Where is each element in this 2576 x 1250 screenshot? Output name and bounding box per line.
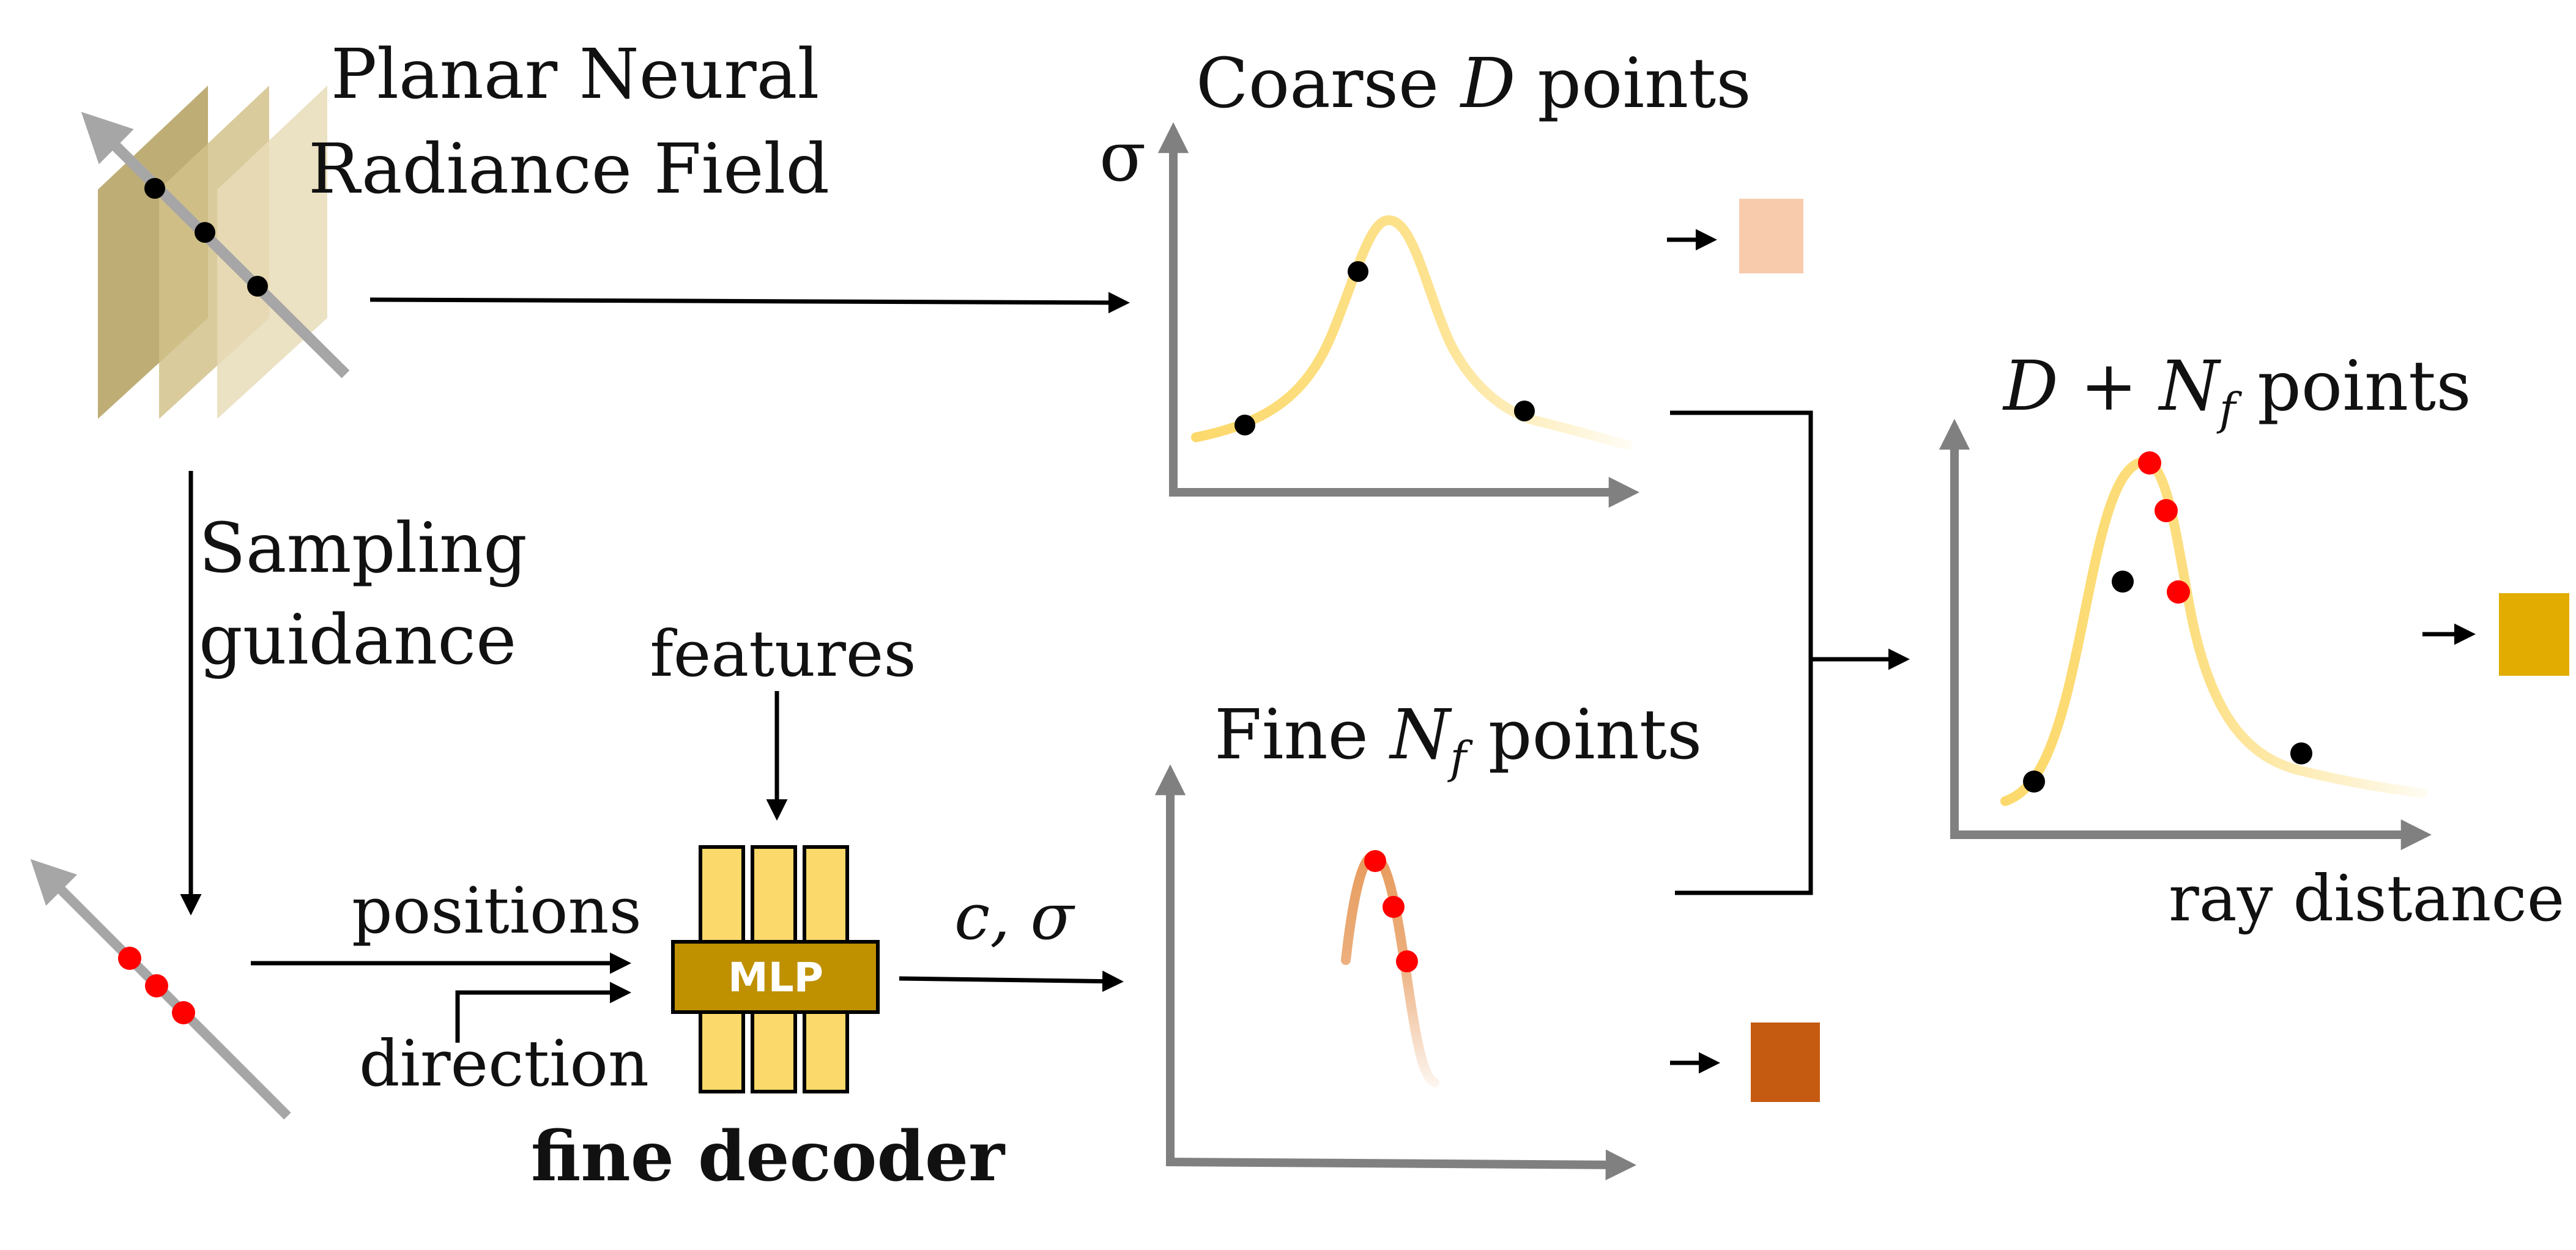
mlp-bar (671, 940, 880, 1014)
planar-title-line2: Radiance Field (308, 130, 830, 209)
combined-suffix: points (2236, 347, 2471, 426)
fine-sample-point (118, 947, 141, 970)
fine-density-curve (1341, 851, 1439, 1087)
plane-sample-point (144, 178, 165, 199)
fine-sample-ray (30, 859, 291, 1120)
fine-sample-point (172, 1001, 195, 1024)
fine-suffix: points (1466, 695, 1702, 775)
combined-point (2112, 571, 2134, 593)
fine-color-swatch (1751, 1023, 1820, 1102)
coarse-plot-title: Coarse D points (1196, 44, 1751, 124)
final-color-swatch (2499, 593, 2569, 676)
fine-prefix: Fine (1214, 695, 1390, 775)
sampling-guidance-line2: guidance (199, 601, 516, 680)
planar-title-line1: Planar Neural (331, 35, 820, 114)
combined-variable-n: N (2158, 347, 2222, 426)
merge-bracket (1670, 410, 1813, 895)
planar-radiance-field (81, 86, 350, 419)
fine-point (1364, 850, 1386, 872)
combined-variable-d: D (2002, 347, 2058, 426)
plane-sample-point (195, 222, 215, 243)
coarse-suffix: points (1516, 44, 1751, 124)
direction-label: direction (359, 1026, 649, 1101)
coarse-prefix: Coarse (1196, 44, 1461, 124)
features-label: features (650, 616, 916, 691)
sampling-guidance-line1: Sampling (199, 509, 527, 588)
arrow-planar-to-coarse (369, 292, 1130, 314)
arrow-direction (455, 982, 631, 1043)
fine-variable: N (1389, 695, 1453, 775)
ray-distance-label: ray distance (2169, 861, 2564, 936)
fine-decoder: MLP (671, 845, 880, 1093)
coarse-point (1234, 415, 1255, 435)
combined-plot-title: D + Nf points (2002, 347, 2471, 435)
coarse-point (1348, 261, 1368, 282)
coarse-variable: D (1460, 44, 1516, 124)
c-sigma-text: c, σ (954, 879, 1075, 954)
fine-point (1383, 896, 1405, 918)
combined-density-curve (2000, 457, 2427, 806)
combined-point (2155, 499, 2178, 522)
combined-point (2138, 451, 2161, 475)
coarse-color-swatch (1739, 199, 1803, 273)
c-sigma-label: c, σ (954, 879, 1075, 954)
fine-sample-point (145, 974, 168, 997)
combined-point (2290, 742, 2312, 764)
coarse-density-curve (1191, 215, 1632, 449)
positions-label: positions (352, 873, 642, 948)
fine-plot-title: Fine Nf points (1214, 695, 1702, 783)
combined-point (2023, 771, 2045, 793)
coarse-point (1514, 401, 1535, 421)
plane-sample-point (247, 276, 268, 297)
arrow-mlp-to-fine (899, 971, 1124, 993)
camera-ray (81, 111, 350, 379)
mlp-label: MLP (728, 954, 823, 1001)
combined-plus: + (2058, 347, 2159, 426)
sigma-axis-label: σ (1099, 117, 1146, 197)
fine-decoder-label: fine decoder (531, 1117, 1006, 1197)
combined-point (2167, 580, 2190, 604)
fine-point (1396, 950, 1418, 972)
fine-x-axis (1165, 1149, 1637, 1180)
